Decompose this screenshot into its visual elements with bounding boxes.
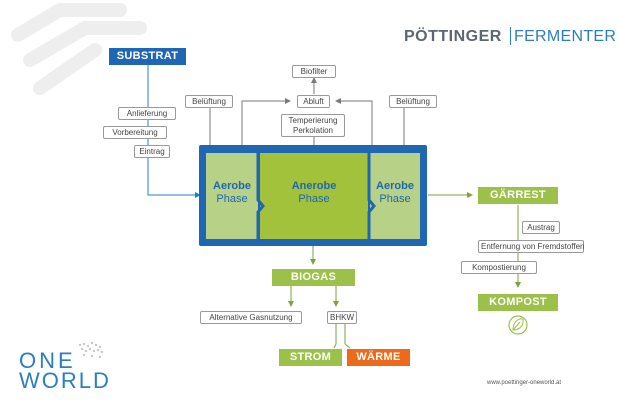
oneworld-logo-line1: ONE xyxy=(19,348,76,373)
chp-label: BHKW xyxy=(327,311,357,324)
temperature-label: Temperierung xyxy=(288,116,338,125)
aerobe-left-title: Aerobe xyxy=(213,180,251,192)
digestate-label: GÄRREST xyxy=(478,187,558,204)
percolation-label: Perkolation xyxy=(292,126,334,135)
electricity-label: STROM xyxy=(279,349,342,366)
brand-separator xyxy=(510,27,511,45)
anaerobe-title: Anerobe xyxy=(291,180,337,192)
heat-label: WÄRME xyxy=(347,349,410,366)
anaerobe-subtitle: Phase xyxy=(298,193,330,205)
oneworld-logo-line2: WORLD xyxy=(19,368,111,393)
website-url[interactable]: www.poettinger-oneworld.at xyxy=(487,380,562,386)
product-name: FERMENTER xyxy=(514,28,617,45)
digestate-step-composting: Kompostierung xyxy=(461,261,537,274)
aerobe-right-title: Aerobe xyxy=(376,180,414,192)
substrate-label: SUBSTRAT xyxy=(109,48,186,65)
input-step-delivery: Anlieferung xyxy=(118,107,176,120)
anaerobe-phase: Anerobe Phase xyxy=(260,153,368,239)
exhaust-label: Abluft xyxy=(297,95,330,108)
digestate-step-impurity-removal: Entfernung von Fremdstoffen xyxy=(478,240,584,253)
aerobe-right-subtitle: Phase xyxy=(379,193,411,205)
biofilter-label: Biofilter xyxy=(292,65,336,78)
temperature-percolation-label: Temperierung Perkolation xyxy=(281,114,345,137)
aerobe-phase-left: Aerobe Phase xyxy=(206,153,258,239)
compost-label: KOMPOST xyxy=(478,294,558,311)
brand-name: PÖTTINGER xyxy=(404,28,502,45)
input-step-preparation: Vorbereitung xyxy=(103,126,167,139)
alternative-gas-use-label: Alternative Gasnutzung xyxy=(200,311,302,324)
input-step-feeding: Eintrag xyxy=(134,145,170,158)
aerobe-phase-right: Aerobe Phase xyxy=(370,153,420,239)
ventilation-left-label: Belüftung xyxy=(185,95,233,108)
digestate-step-discharge: Austrag xyxy=(522,221,560,234)
aerobe-left-subtitle: Phase xyxy=(216,193,248,205)
ventilation-right-label: Belüftung xyxy=(389,95,437,108)
biogas-label: BIOGAS xyxy=(272,269,355,286)
